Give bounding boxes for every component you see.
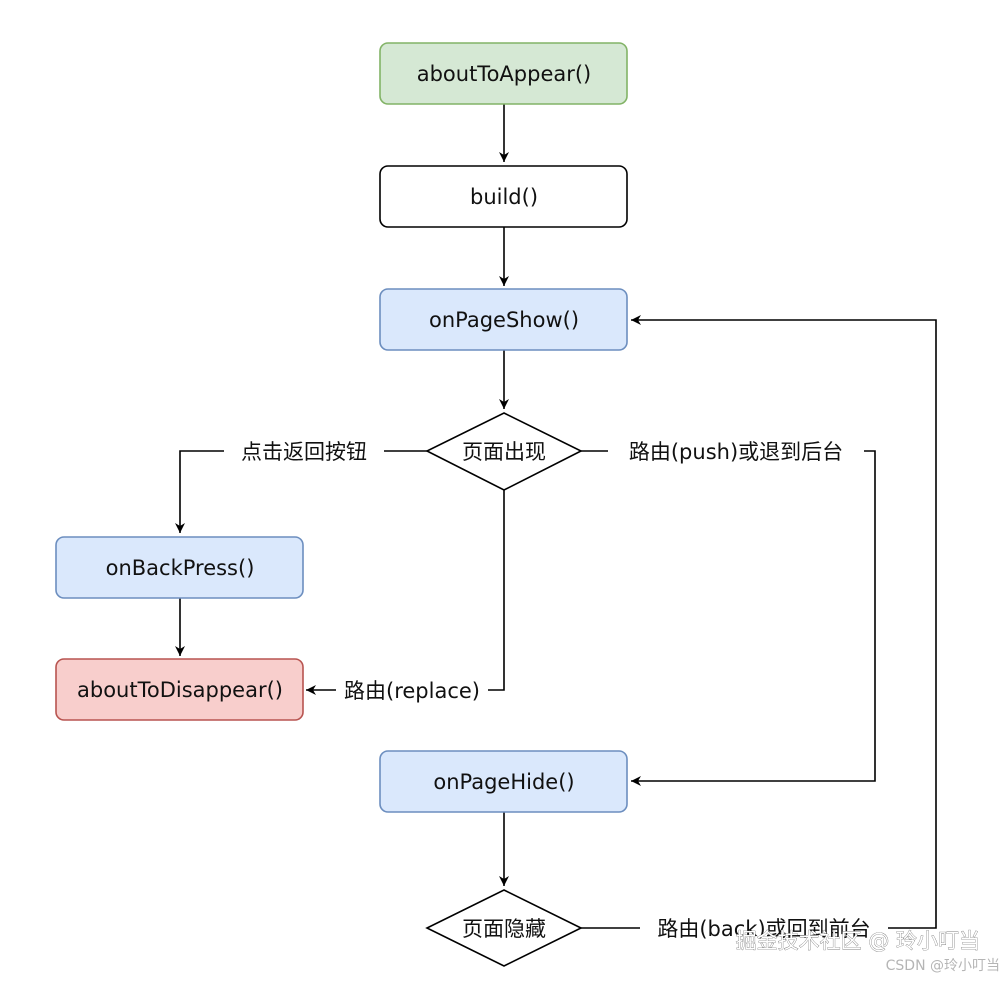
edge-push-or-background xyxy=(581,450,876,786)
node-on-page-hide-label: onPageHide() xyxy=(433,770,574,794)
node-about-to-disappear: aboutToDisappear() xyxy=(55,658,304,721)
watermark-main: 掘金技术社区 @ 玲小叮当 xyxy=(736,929,980,953)
node-on-page-show-box xyxy=(379,288,628,351)
node-on-page-hide: onPageHide() xyxy=(379,750,628,813)
label-back-or-foreground: 路由(back)或回到前台 xyxy=(657,917,870,941)
edge-replace xyxy=(306,490,505,695)
node-on-page-hide-box xyxy=(379,750,628,813)
node-page-appear-decision: 页面出现 xyxy=(425,412,583,491)
edge-labels: 点击返回按钮 路由(push)或退到后台 路由(replace) 路由(back… xyxy=(224,437,888,942)
node-about-to-appear-label: aboutToAppear() xyxy=(417,62,592,86)
node-page-appear-diamond xyxy=(425,412,583,491)
node-build-label: build() xyxy=(470,185,538,209)
label-click-back: 点击返回按钮 xyxy=(241,440,367,464)
node-about-to-disappear-box xyxy=(55,658,304,721)
node-page-appear-label: 页面出现 xyxy=(462,440,546,464)
node-on-back-press: onBackPress() xyxy=(55,536,304,599)
node-build: build() xyxy=(379,165,628,228)
node-on-back-press-label: onBackPress() xyxy=(106,556,255,580)
label-replace: 路由(replace) xyxy=(344,679,480,703)
node-on-back-press-box xyxy=(55,536,304,599)
label-push-or-background: 路由(push)或退到后台 xyxy=(629,440,843,464)
node-about-to-appear: aboutToAppear() xyxy=(379,42,628,105)
node-about-to-appear-box xyxy=(379,42,628,105)
node-about-to-disappear-label: aboutToDisappear() xyxy=(77,678,283,702)
watermark-sub: CSDN @玲小叮当 xyxy=(886,958,1000,974)
node-page-hidden-label: 页面隐藏 xyxy=(462,917,546,941)
node-page-hidden-diamond xyxy=(425,889,583,967)
node-on-page-show: onPageShow() xyxy=(379,288,628,351)
watermark: 掘金技术社区 @ 玲小叮当 CSDN @玲小叮当 xyxy=(735,929,1000,974)
edge-back-or-foreground xyxy=(581,315,937,929)
node-page-hidden-decision: 页面隐藏 xyxy=(425,889,583,967)
node-on-page-show-label: onPageShow() xyxy=(429,308,579,332)
node-build-box xyxy=(379,165,628,228)
